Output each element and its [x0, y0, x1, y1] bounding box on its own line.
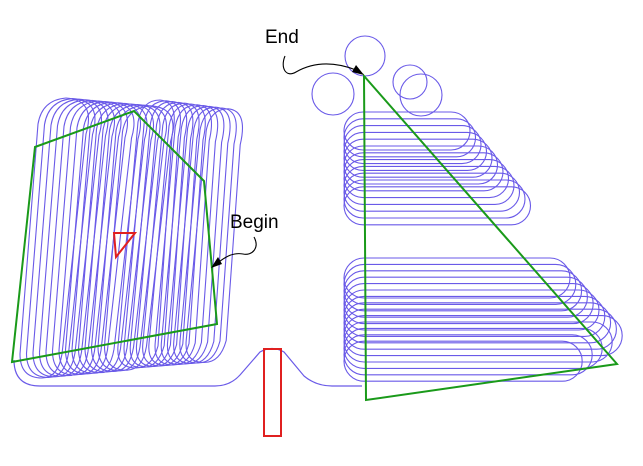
end-arrow: [282, 55, 357, 75]
coverage-pass: [343, 315, 623, 357]
turn-loop: [392, 64, 428, 100]
turn-loop: [399, 73, 443, 117]
right-field-coverage-path: [343, 111, 623, 382]
coverage-pass: [123, 100, 181, 369]
coverage-pass: [45, 99, 116, 377]
coverage-pass: [32, 98, 103, 378]
coverage-pass: [90, 104, 161, 372]
coverage-pass: [343, 295, 606, 337]
coverage-pass: [148, 103, 206, 367]
coverage-pass: [343, 186, 531, 226]
begin-label: Begin: [230, 212, 279, 233]
coverage-pass: [343, 131, 487, 171]
begin-arrow: [215, 236, 257, 265]
obstacle-triangle: [112, 232, 138, 260]
coverage-pass: [343, 270, 583, 312]
coverage-pass: [154, 104, 212, 366]
coverage-pass: [343, 118, 476, 158]
coverage-pass: [117, 99, 175, 369]
coverage-pass: [343, 334, 593, 376]
coverage-pass: [343, 263, 577, 305]
coverage-pass: [343, 172, 520, 212]
coverage-pass: [343, 289, 600, 331]
end-turn-loops: [311, 35, 443, 117]
coverage-pass: [343, 125, 482, 165]
left-field-boundary: [10, 109, 219, 364]
turn-loop: [311, 72, 355, 116]
coverage-pass: [160, 105, 219, 366]
coverage-pass: [103, 105, 174, 371]
right-field-boundary: [362, 73, 619, 402]
coverage-pass: [129, 101, 188, 368]
coverage-pass: [185, 108, 243, 364]
coverage-pass: [343, 302, 612, 344]
coverage-pass: [343, 145, 498, 185]
coverage-pass: [343, 308, 617, 350]
coverage-pass: [343, 138, 493, 178]
coverage-pass: [343, 165, 515, 205]
obstacle-rectangle: [263, 348, 282, 437]
coverage-pass: [343, 159, 509, 199]
coverage-pass: [343, 179, 526, 219]
coverage-pass: [343, 257, 571, 299]
coverage-pass: [19, 97, 90, 379]
end-arrowhead-icon: [352, 65, 364, 75]
coverage-pass: [77, 102, 148, 374]
coverage-pass: [343, 276, 588, 318]
coverage-pass: [179, 107, 237, 364]
coverage-pass: [343, 283, 594, 325]
coverage-pass: [64, 101, 135, 375]
coverage-pass: [173, 106, 231, 365]
coverage-pass: [84, 103, 155, 373]
coverage-pass: [343, 111, 471, 151]
coverage-pass: [142, 102, 200, 367]
coverage-pass: [25, 98, 96, 378]
coverage-pass: [166, 105, 225, 365]
coverage-pass: [71, 102, 142, 374]
turn-loop: [344, 35, 386, 77]
transit-path: [13, 347, 362, 387]
coverage-pass: [58, 101, 129, 375]
coverage-pass: [343, 340, 583, 382]
coverage-pass: [51, 100, 122, 376]
coverage-pass: [135, 101, 194, 368]
begin-arrowhead-icon: [211, 257, 222, 268]
coverage-pass: [38, 99, 109, 377]
coverage-pass: [343, 152, 504, 192]
coverage-pass: [343, 321, 613, 363]
end-label: End: [265, 27, 299, 48]
